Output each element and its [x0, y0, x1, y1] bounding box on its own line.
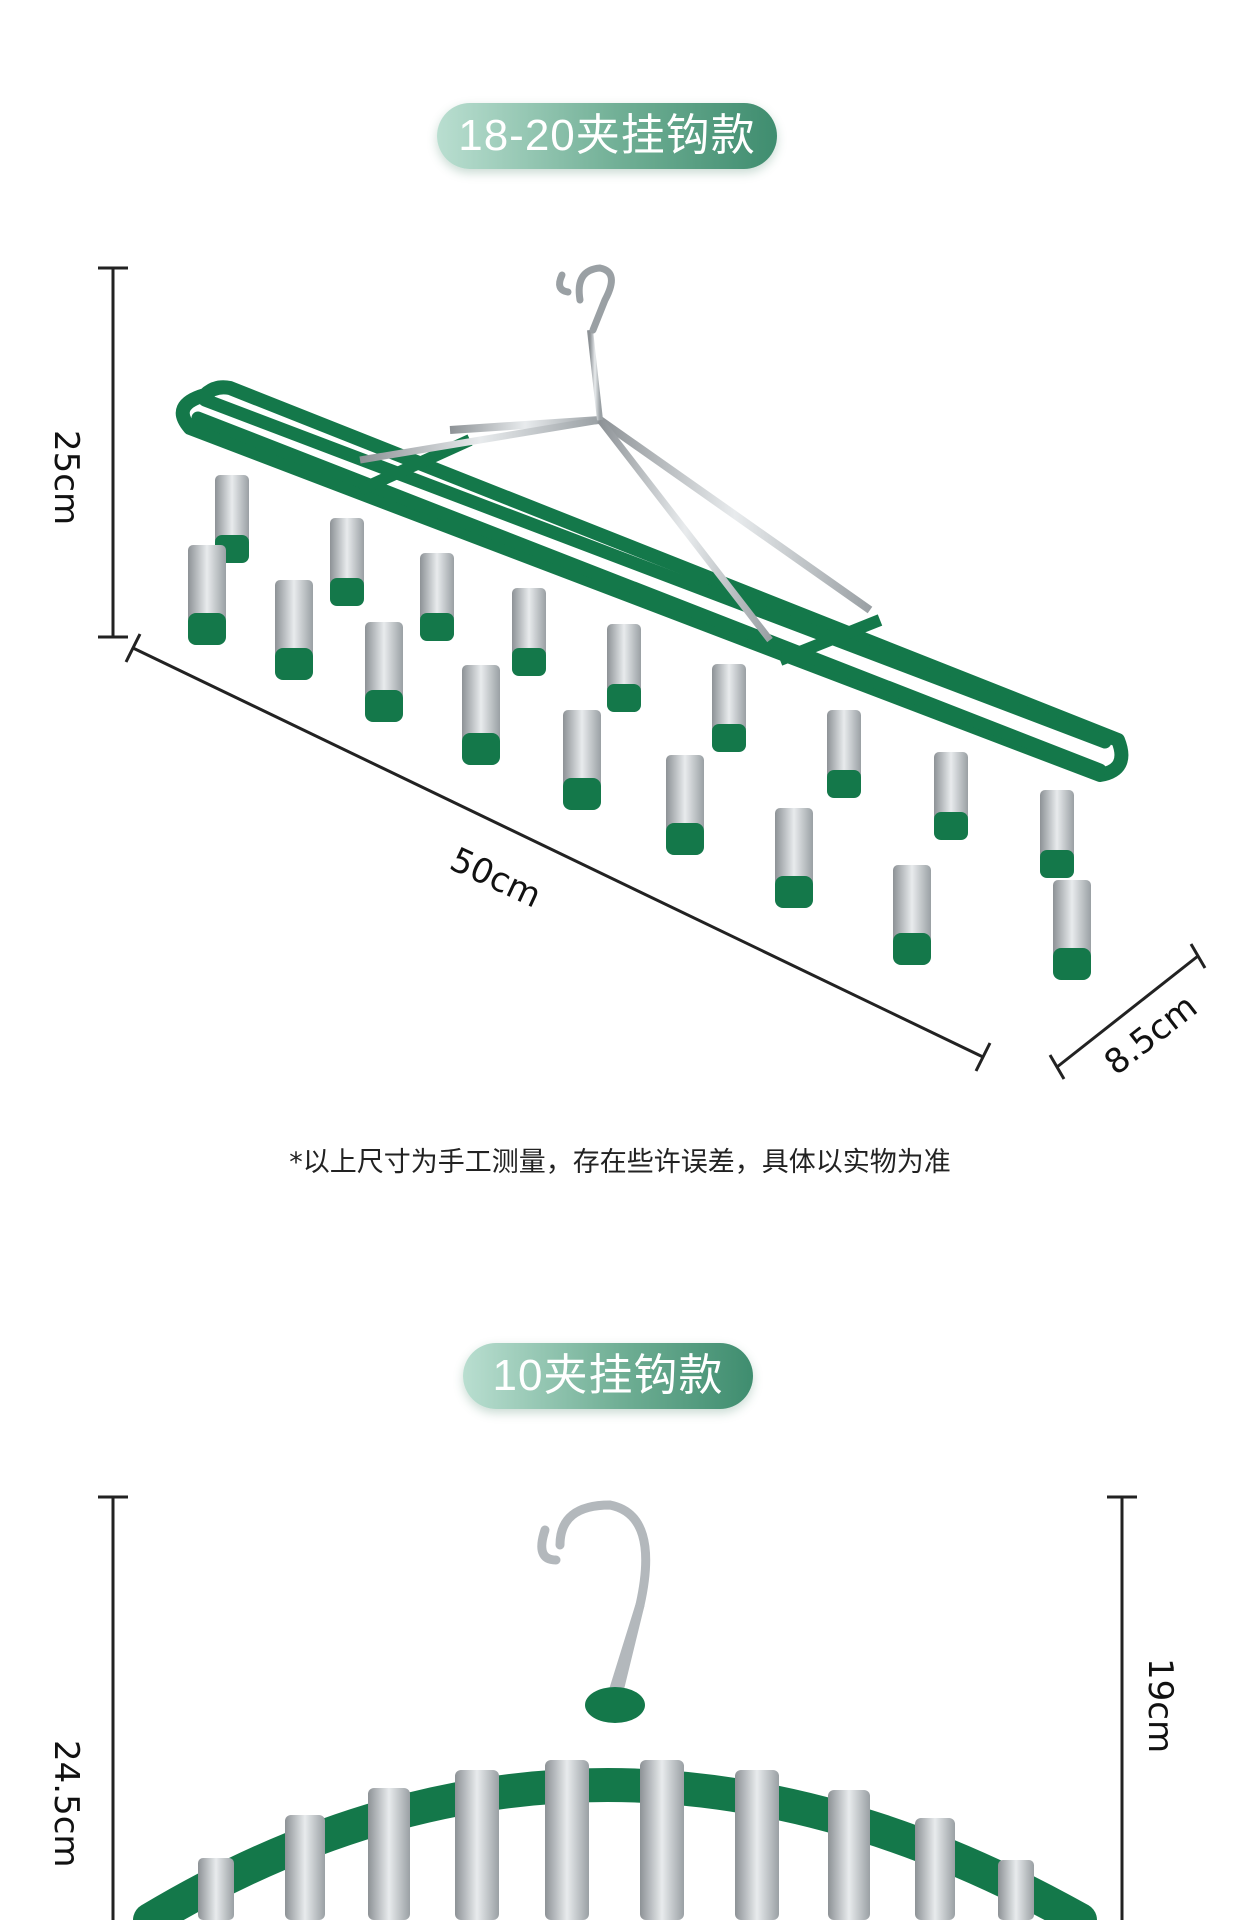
height-label: 25cm	[46, 430, 86, 526]
section2-title-badge: 10夹挂钩款	[463, 1343, 753, 1409]
clips-front-row	[188, 545, 1091, 980]
rect-hanger-frame	[175, 329, 1129, 782]
length-dimension-line	[124, 633, 992, 1072]
s-hook-icon	[556, 264, 615, 334]
measurement-note: *以上尺寸为手工测量，存在些许误差，具体以实物为准	[289, 1147, 951, 1178]
hook-socket	[585, 1687, 645, 1723]
height-dimension-line	[98, 266, 128, 639]
section1-title-badge: 18-20夹挂钩款	[437, 103, 777, 169]
hanger-height-label: 19cm	[1140, 1658, 1180, 1754]
clips-arc-row	[198, 1760, 1034, 1920]
depth-dimension-line	[1048, 943, 1207, 1080]
total-height-dimension-line	[98, 1495, 128, 1920]
total-height-label: 24.5cm	[46, 1740, 86, 1868]
s-hook-icon-2	[537, 1500, 651, 1700]
hanger-height-dimension-line	[1107, 1495, 1137, 1920]
